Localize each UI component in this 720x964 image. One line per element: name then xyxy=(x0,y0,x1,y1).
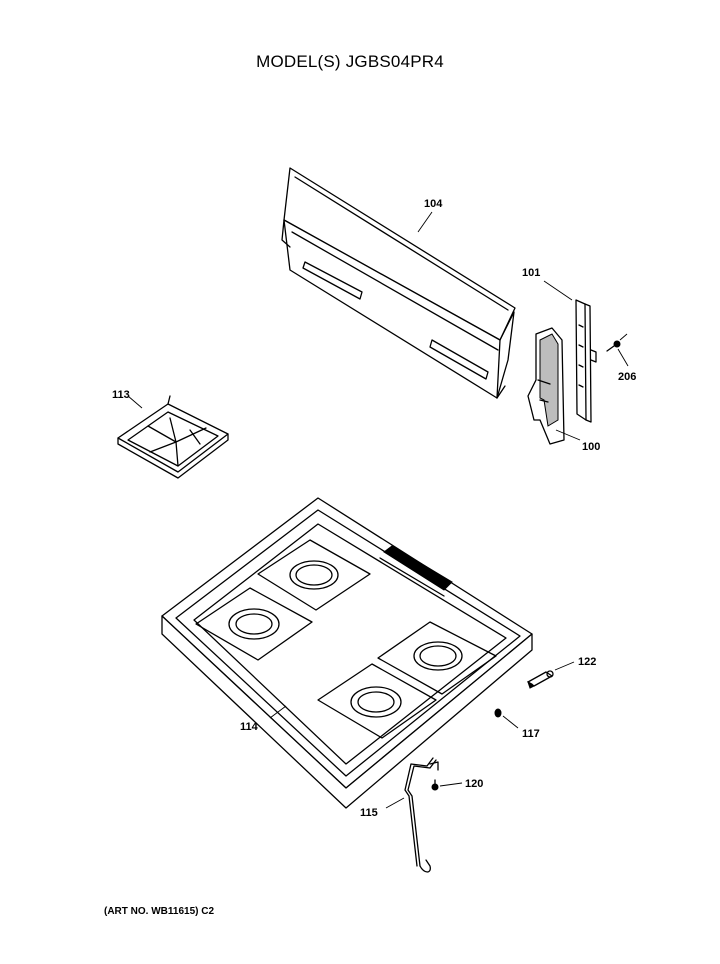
part-100-end-cap[interactable] xyxy=(527,327,581,445)
callout-206: 206 xyxy=(618,371,636,383)
callout-114: 114 xyxy=(240,721,259,733)
part-120-clip[interactable] xyxy=(431,779,463,791)
callout-120: 120 xyxy=(465,778,483,790)
callout-117: 117 xyxy=(522,728,540,740)
callout-113: 113 xyxy=(112,389,130,401)
art-number-footer: (ART NO. WB11615) C2 xyxy=(104,906,215,917)
part-122-igniter[interactable] xyxy=(527,661,575,689)
callout-100: 100 xyxy=(582,441,600,453)
part-113-grate[interactable] xyxy=(117,395,229,479)
part-117-grommet[interactable] xyxy=(494,708,519,729)
callout-101: 101 xyxy=(522,267,540,279)
diagram-title: MODEL(S) JGBS04PR4 xyxy=(256,52,444,71)
part-104-backsplash[interactable] xyxy=(281,167,516,399)
part-206-screw[interactable] xyxy=(606,333,629,367)
part-115-rod[interactable] xyxy=(385,757,439,873)
part-114-cooktop[interactable] xyxy=(161,497,533,809)
callout-115: 115 xyxy=(360,807,378,819)
callout-122: 122 xyxy=(578,656,596,668)
callout-104: 104 xyxy=(424,198,443,210)
part-101-side-bracket[interactable] xyxy=(543,280,597,423)
